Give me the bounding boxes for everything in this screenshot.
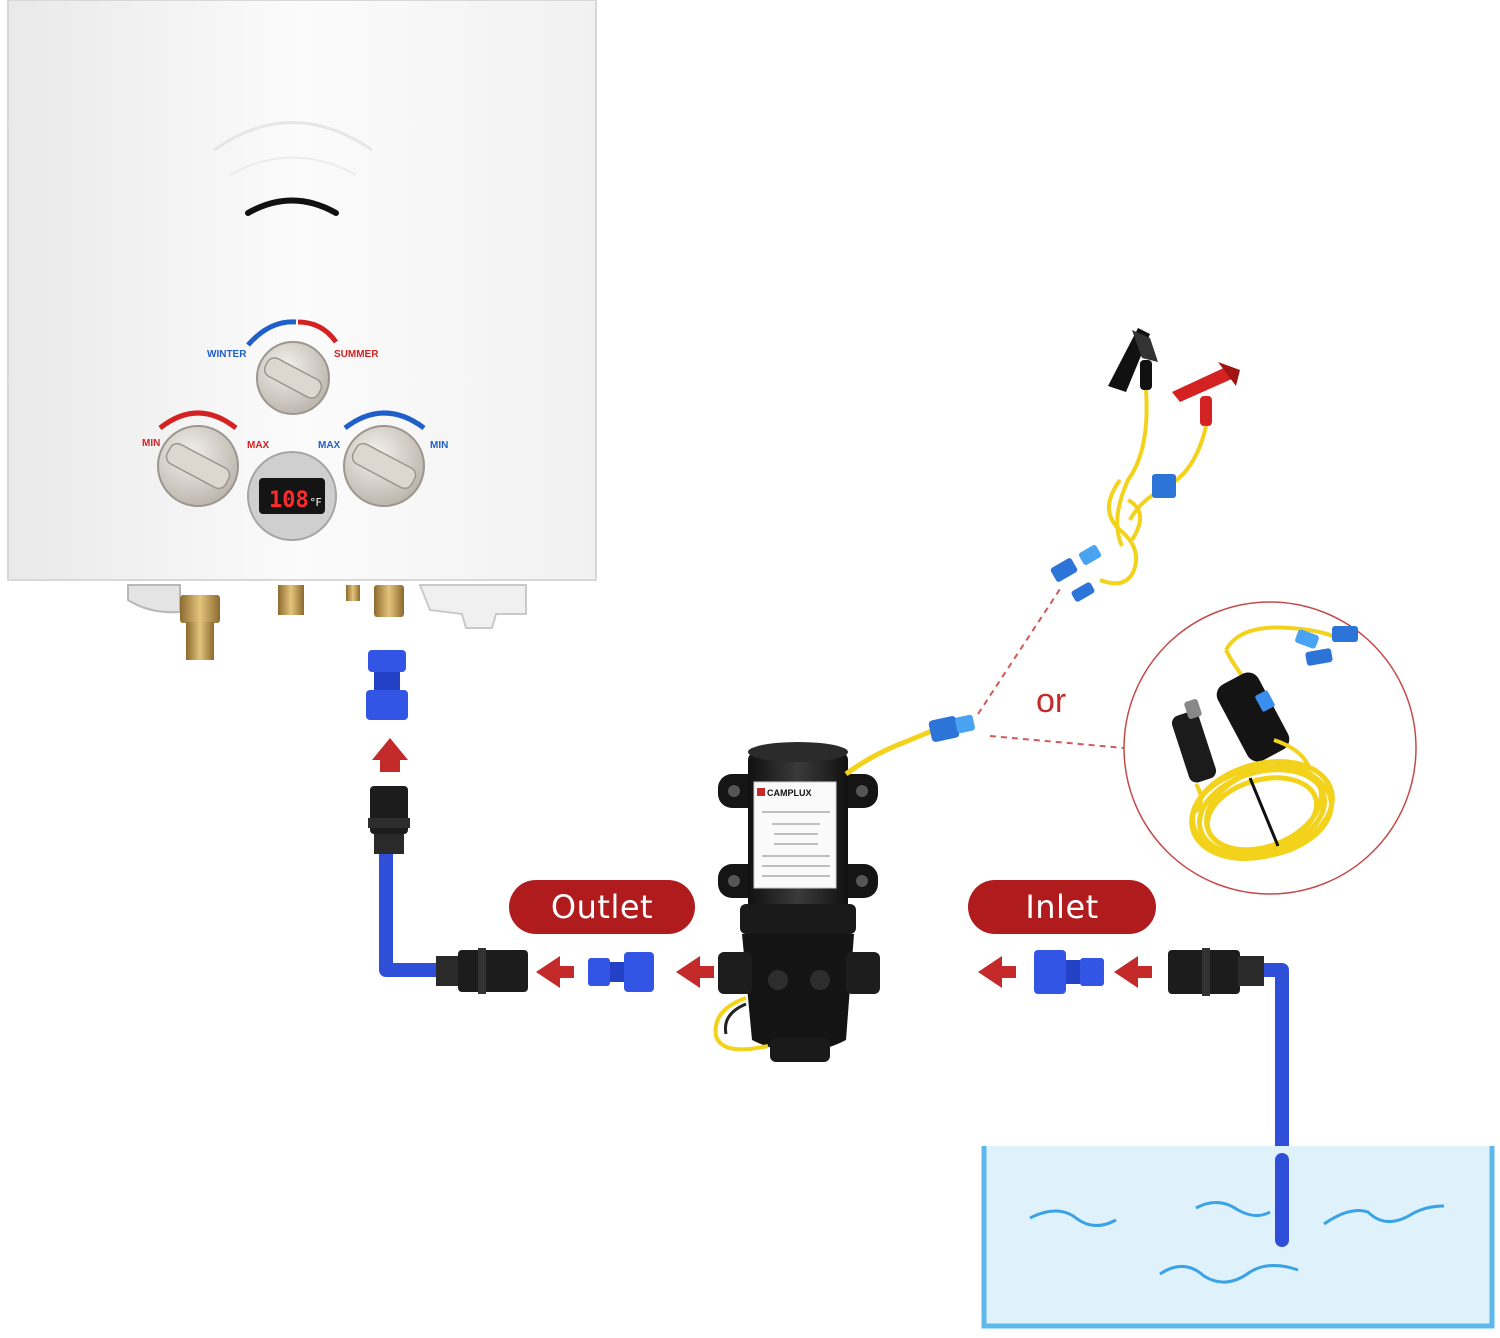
water-heater: WINTER SUMMER MIN MAX MAX MIN 108 °F bbox=[7, 0, 597, 660]
display-unit: °F bbox=[310, 496, 322, 509]
pump-head bbox=[742, 934, 854, 1052]
water-waves bbox=[1029, 1201, 1445, 1284]
flow-arrow-up bbox=[372, 738, 408, 772]
dash-to-adapter bbox=[989, 735, 1125, 749]
battery-clamp-cable bbox=[1050, 328, 1240, 602]
or-label: or bbox=[1036, 682, 1066, 720]
heater-vent-slot bbox=[245, 197, 339, 216]
water-tank bbox=[981, 1146, 1495, 1329]
inline-switch-icon bbox=[1216, 672, 1290, 762]
pump-power-connector bbox=[928, 714, 975, 742]
tank-water bbox=[984, 1146, 1492, 1326]
tank-walls bbox=[981, 1146, 1495, 1329]
dash-to-clamps bbox=[977, 585, 1063, 715]
season-arc-blue bbox=[246, 319, 297, 347]
gas-arc bbox=[158, 410, 238, 430]
flow-arrow-left-4 bbox=[1114, 956, 1152, 988]
season-knob[interactable] bbox=[256, 341, 330, 415]
temperature-display: 108 °F bbox=[247, 451, 337, 541]
flow-arrow-left-2 bbox=[676, 956, 714, 988]
winter-label: WINTER bbox=[207, 349, 247, 360]
summer-label: SUMMER bbox=[334, 349, 379, 360]
outlet-blue-coupler bbox=[588, 952, 654, 992]
water-max-label: MAX bbox=[318, 440, 341, 451]
water-knob[interactable] bbox=[343, 425, 425, 507]
pump-label bbox=[753, 781, 837, 889]
heater-emboss-arc bbox=[213, 121, 373, 152]
pump-outlet-port bbox=[718, 952, 752, 994]
cigarette-adapter-callout bbox=[1123, 601, 1417, 895]
flow-arrows bbox=[372, 738, 1152, 988]
water-min-label: MIN bbox=[430, 440, 448, 451]
gas-min-label: MIN bbox=[142, 438, 160, 449]
outlet-hose-fitting-vertical bbox=[368, 786, 410, 854]
flow-arrow-left-1 bbox=[536, 956, 574, 988]
gas-knob[interactable] bbox=[157, 425, 239, 507]
flow-arrow-left-3 bbox=[978, 956, 1016, 988]
outlet-label: Outlet bbox=[509, 880, 695, 934]
heater-water-inlet bbox=[374, 585, 404, 617]
pump-brand: CAMPLUX bbox=[767, 788, 812, 798]
pump-inlet-port bbox=[846, 952, 880, 994]
cigarette-plug-icon bbox=[1171, 711, 1217, 783]
outlet-hose-fitting-horizontal bbox=[436, 948, 528, 994]
fuse-holder-icon bbox=[1152, 474, 1176, 498]
inlet-blue-coupler bbox=[1034, 950, 1104, 994]
red-clamp-icon bbox=[1172, 366, 1234, 402]
inlet-hose-fitting bbox=[1168, 948, 1264, 996]
heater-emboss-arc-inner bbox=[229, 156, 357, 176]
pump-logo-icon bbox=[757, 788, 765, 796]
pump-label-fine-print bbox=[762, 811, 830, 877]
connection-dashes bbox=[977, 585, 1125, 749]
pump-switch-wire bbox=[713, 996, 769, 1052]
inlet-label: Inlet bbox=[968, 880, 1156, 934]
water-arc bbox=[343, 410, 426, 431]
pump-power-wire bbox=[844, 727, 935, 777]
heater-quick-connector bbox=[366, 650, 408, 720]
season-arc-red bbox=[297, 319, 339, 344]
heater-fittings bbox=[127, 584, 527, 660]
outlet-hose bbox=[379, 840, 450, 977]
gas-max-label: MAX bbox=[247, 440, 270, 451]
display-value: 108 bbox=[269, 488, 309, 513]
water-pump: CAMPLUX bbox=[713, 742, 880, 1062]
